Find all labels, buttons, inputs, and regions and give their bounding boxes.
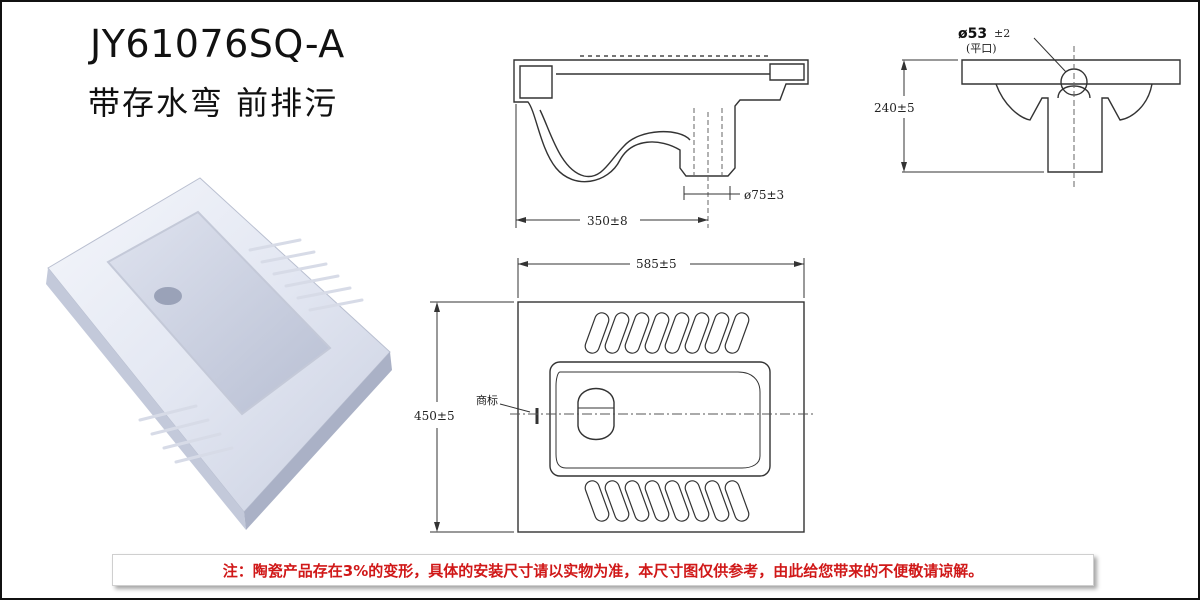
plan-view bbox=[430, 258, 816, 533]
drain-note: (平口) bbox=[966, 42, 997, 55]
side-view bbox=[513, 55, 809, 228]
disclaimer-note: 注：陶瓷产品存在3%的变形，具体的安装尺寸请以实物为准，本尺寸图仅供参考，由此给… bbox=[112, 554, 1094, 586]
model-number: JY61076SQ-A bbox=[90, 22, 345, 66]
logo-label: 商标 bbox=[476, 393, 498, 407]
disclaimer-text: 注：陶瓷产品存在3%的变形，具体的安装尺寸请以实物为准，本尺寸图仅供参考，由此给… bbox=[222, 561, 984, 580]
product-photo bbox=[46, 177, 392, 530]
outlet-dimension: ø75±3 bbox=[744, 188, 784, 202]
drain-hole-icon bbox=[154, 287, 182, 305]
drain-tolerance: ±2 bbox=[994, 27, 1010, 40]
height-dimension: 240±5 bbox=[874, 101, 915, 115]
front-view bbox=[901, 37, 1181, 190]
product-subtitle: 带存水弯 前排污 bbox=[88, 84, 339, 122]
length-dimension: 585±5 bbox=[636, 257, 677, 271]
depth-dimension: 350±8 bbox=[587, 214, 628, 228]
width-dimension: 450±5 bbox=[414, 409, 455, 423]
drain-dimension: ø53 bbox=[958, 26, 987, 42]
